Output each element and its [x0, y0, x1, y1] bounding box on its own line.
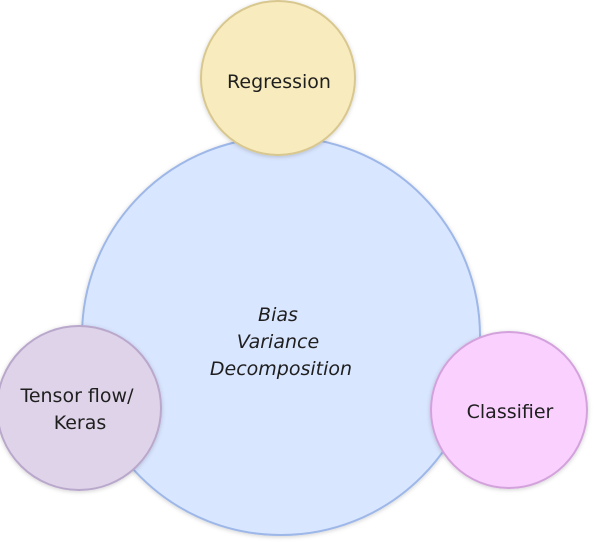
classifier-label: Classifier [467, 401, 554, 423]
regression-label: Regression [227, 71, 331, 93]
center-label: Bias Variance Decomposition [210, 304, 352, 380]
tensorflow-label-line-1: Tensor flow/ [19, 385, 134, 407]
center-label-line-1: Bias [258, 304, 298, 326]
tensorflow-keras-label: Tensor flow/ Keras [19, 385, 139, 434]
center-label-line-2: Variance [237, 331, 319, 353]
classifier-node [430, 331, 588, 489]
tensorflow-keras-node [0, 325, 162, 491]
regression-node [200, 0, 356, 156]
center-label-line-3: Decomposition [210, 358, 352, 380]
tensorflow-label-line-2: Keras [54, 412, 107, 434]
